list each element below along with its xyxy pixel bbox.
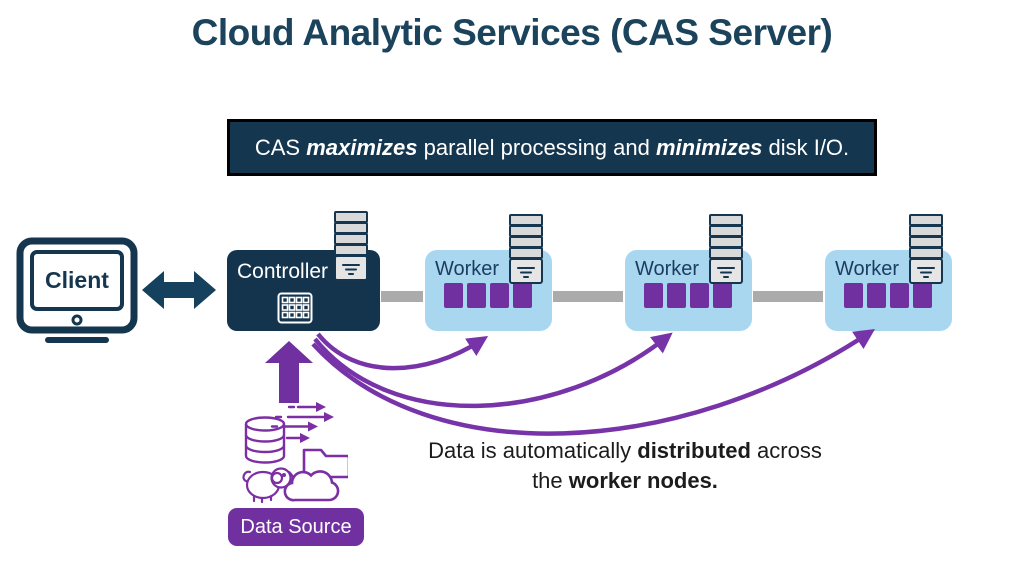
worker-label: Worker xyxy=(835,258,900,280)
data-block xyxy=(913,283,932,308)
data-block xyxy=(713,283,732,308)
connector-controller-worker1 xyxy=(381,291,423,302)
monitor-icon xyxy=(16,237,138,343)
data-block xyxy=(690,283,709,308)
client-label: Client xyxy=(45,267,109,293)
worker-label: Worker xyxy=(435,258,500,280)
cloud-icon xyxy=(283,470,340,502)
curved-arrow-to-worker3 xyxy=(311,329,876,436)
data-source-badge: Data Source xyxy=(228,508,364,546)
up-arrow-icon xyxy=(265,341,313,403)
connector-worker2-worker3 xyxy=(753,291,823,302)
server-tower-icon xyxy=(334,211,368,281)
data-block xyxy=(867,283,886,308)
data-block xyxy=(467,283,486,308)
data-blocks xyxy=(644,283,732,308)
database-icon xyxy=(244,416,286,464)
curved-arrow-to-worker1 xyxy=(316,332,489,371)
worker-node-2: Worker xyxy=(625,250,752,331)
data-block xyxy=(844,283,863,308)
data-block xyxy=(667,283,686,308)
data-block xyxy=(513,283,532,308)
distribution-caption: Data is automatically distributed across… xyxy=(428,438,822,493)
folder-icon xyxy=(302,448,348,479)
connector-worker1-worker2 xyxy=(553,291,623,302)
data-blocks xyxy=(444,283,532,308)
server-tower-icon xyxy=(509,214,543,284)
banner-text: CAS maximizes parallel processing and mi… xyxy=(254,134,850,160)
data-block xyxy=(890,283,909,308)
grid-icon xyxy=(277,292,313,324)
controller-label: Controller xyxy=(237,260,329,283)
stream-arrows-icon xyxy=(270,401,335,444)
server-tower-icon xyxy=(709,214,743,284)
data-source-label: Data Source xyxy=(240,515,352,538)
data-block xyxy=(644,283,663,308)
data-block xyxy=(444,283,463,308)
server-tower-icon xyxy=(909,214,943,284)
data-block xyxy=(490,283,509,308)
hadoop-elephant-icon xyxy=(242,467,295,504)
double-arrow-icon xyxy=(142,271,216,309)
curved-arrow-to-worker2 xyxy=(313,332,673,409)
data-source-icons xyxy=(242,401,348,504)
worker-label: Worker xyxy=(635,258,700,280)
cas-banner: CAS maximizes parallel processing and mi… xyxy=(227,119,877,176)
page-title: Cloud Analytic Services (CAS Server) xyxy=(191,12,833,53)
data-blocks xyxy=(844,283,932,308)
